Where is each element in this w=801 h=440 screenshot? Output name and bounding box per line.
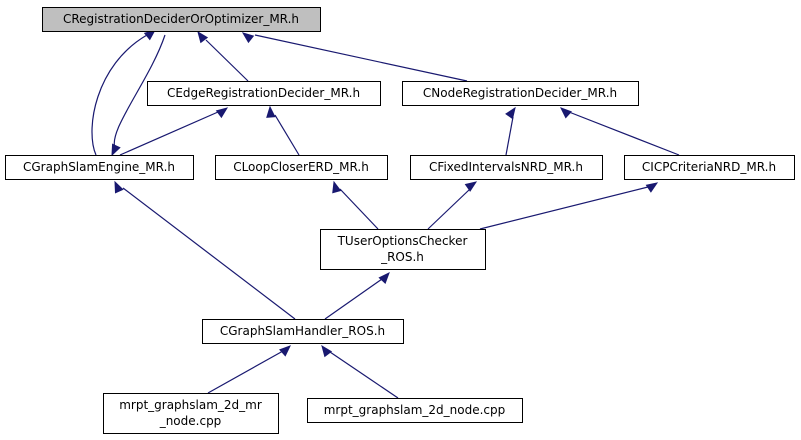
- node-node-cpp[interactable]: mrpt_graphslam_2d_node.cpp: [307, 398, 523, 423]
- node-box[interactable]: [307, 398, 523, 423]
- edge-line: [479, 186, 649, 230]
- node-box[interactable]: [103, 393, 279, 434]
- node-handler[interactable]: CGraphSlamHandler_ROS.h: [202, 319, 404, 344]
- arrowhead: [111, 143, 121, 157]
- edge-root-to-engine: [111, 34, 166, 157]
- edge-line: [205, 39, 249, 82]
- arrowhead: [505, 106, 516, 120]
- node-label: CGraphSlamEngine_MR.h: [23, 160, 175, 174]
- edge-fixed_intervals-to-node_decider: [505, 106, 516, 156]
- arrowhead: [197, 30, 209, 44]
- node-root[interactable]: CRegistrationDeciderOrOptimizer_MR.h: [42, 7, 321, 32]
- edge-line: [254, 34, 468, 82]
- node-loop-closer[interactable]: CLoopCloserERD_MR.h: [215, 155, 388, 180]
- node-label: CNodeRegistrationDecider_MR.h: [423, 86, 617, 100]
- arrowhead: [645, 182, 659, 193]
- edge-node_cpp-to-handler: [321, 344, 399, 399]
- edges-layer: [91, 29, 680, 399]
- edge-line: [568, 111, 680, 156]
- node-box[interactable]: [410, 155, 603, 180]
- edge-node_decider-to-root: [241, 32, 468, 82]
- node-label: _ROS.h: [380, 250, 424, 264]
- edge-loop_closer-to-edge_decider: [266, 105, 300, 156]
- arrowhead: [241, 32, 255, 44]
- node-box[interactable]: [5, 155, 194, 180]
- edge-line: [122, 187, 296, 320]
- edge-line: [329, 351, 399, 399]
- node-node-decider[interactable]: CNodeRegistrationDecider_MR.h: [402, 81, 639, 106]
- node-box[interactable]: [42, 7, 321, 32]
- edge-line: [274, 114, 300, 156]
- node-options-checker[interactable]: TUserOptionsChecker _ROS.h: [320, 229, 486, 270]
- edge-engine-to-root: [91, 29, 157, 156]
- arrowhead: [464, 181, 478, 192]
- edge-handler-to-engine: [114, 180, 296, 320]
- edge-mr_node-to-handler: [207, 345, 291, 394]
- edge-line: [339, 188, 379, 230]
- node-engine[interactable]: CGraphSlamEngine_MR.h: [5, 155, 194, 180]
- arrowhead: [559, 107, 572, 119]
- node-icp-criteria[interactable]: CICPCriteriaNRD_MR.h: [624, 155, 795, 180]
- arrowhead: [114, 180, 124, 194]
- edge-icp_criteria-to-node_decider: [559, 107, 680, 156]
- edge-options_checker-to-loop_closer: [332, 180, 379, 230]
- edge-line: [119, 111, 219, 156]
- node-edge-decider[interactable]: CEdgeRegistrationDecider_MR.h: [147, 81, 381, 106]
- node-mr-node[interactable]: mrpt_graphslam_2d_mr _node.cpp: [103, 393, 279, 434]
- node-fixed-intervals[interactable]: CFixedIntervalsNRD_MR.h: [410, 155, 603, 180]
- node-label: CEdgeRegistrationDecider_MR.h: [167, 86, 360, 100]
- edge-line: [324, 278, 383, 320]
- node-box[interactable]: [202, 319, 404, 344]
- node-box[interactable]: [624, 155, 795, 180]
- arrowhead: [279, 345, 291, 357]
- node-label: CGraphSlamHandler_ROS.h: [220, 324, 385, 338]
- edge-line: [427, 188, 471, 230]
- arrowhead: [266, 105, 276, 118]
- node-box[interactable]: [147, 81, 381, 106]
- arrowhead: [321, 344, 333, 358]
- node-label: mrpt_graphslam_2d_node.cpp: [324, 403, 506, 417]
- edge-engine-to-edge_decider: [119, 107, 229, 156]
- node-label: CRegistrationDeciderOrOptimizer_MR.h: [63, 12, 299, 26]
- nodes-layer: CRegistrationDeciderOrOptimizer_MR.hCEdg…: [5, 7, 795, 434]
- node-label: mrpt_graphslam_2d_mr: [119, 398, 262, 412]
- arrowhead: [378, 272, 390, 284]
- edge-line: [505, 116, 514, 156]
- edge-options_checker-to-icp_criteria: [479, 182, 659, 230]
- arrowhead: [332, 180, 342, 194]
- node-box[interactable]: [320, 229, 486, 270]
- edge-edge_decider-to-root: [197, 30, 249, 82]
- node-box[interactable]: [402, 81, 639, 106]
- node-label: _node.cpp: [159, 414, 222, 428]
- edge-handler-to-options_checker: [324, 272, 390, 320]
- node-label: CICPCriteriaNRD_MR.h: [642, 160, 776, 174]
- node-box[interactable]: [215, 155, 388, 180]
- edge-line: [91, 34, 148, 156]
- node-label: CLoopCloserERD_MR.h: [233, 160, 369, 174]
- edge-line: [113, 34, 166, 149]
- node-label: TUserOptionsChecker: [337, 234, 468, 248]
- edge-line: [207, 350, 284, 394]
- node-label: CFixedIntervalsNRD_MR.h: [429, 160, 583, 174]
- edge-options_checker-to-fixed_intervals: [427, 181, 478, 230]
- arrowhead: [215, 107, 229, 119]
